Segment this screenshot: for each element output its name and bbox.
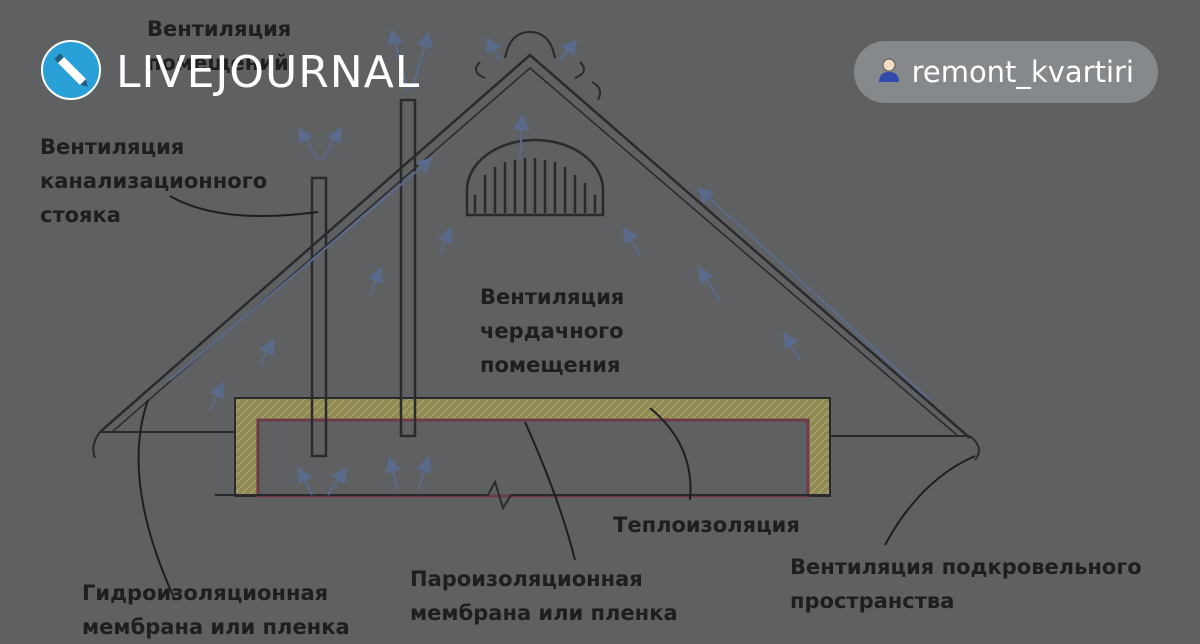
label-vapor: Пароизоляционная мембрана или пленка: [410, 567, 678, 625]
username: remont_kvartiri: [911, 55, 1134, 89]
user-link[interactable]: remont_kvartiri: [853, 41, 1158, 103]
label-vent-attic-room: Вентиляция чердачного помещения: [480, 285, 625, 377]
attic-vent-grille: [465, 138, 605, 217]
ridge-ornament: [475, 30, 601, 101]
user-icon: [876, 57, 902, 88]
label-vent-sewer: Вентиляция канализационного стояка: [40, 135, 268, 227]
label-insulation: Теплоизоляция: [613, 513, 800, 537]
livejournal-logo[interactable]: LIVEJOURNAL: [40, 39, 421, 106]
leader-lines: [137, 195, 976, 601]
pencil-circle-icon: [40, 39, 102, 106]
label-vent-underroof: Вентиляция подкровельного пространства: [790, 555, 1142, 613]
airflow-arrows: [169, 28, 931, 496]
logo-text: LIVEJOURNAL: [116, 46, 421, 98]
roof-ventilation-diagram: [92, 28, 980, 601]
label-waterproof: Гидроизоляционная мембрана или пленка: [82, 581, 350, 639]
ceiling-insulation: [215, 397, 831, 511]
label-vent-attic-top: Вентиляция помещений: [147, 17, 292, 75]
vent-pipes: [310, 98, 417, 458]
eave-details: [92, 431, 980, 461]
